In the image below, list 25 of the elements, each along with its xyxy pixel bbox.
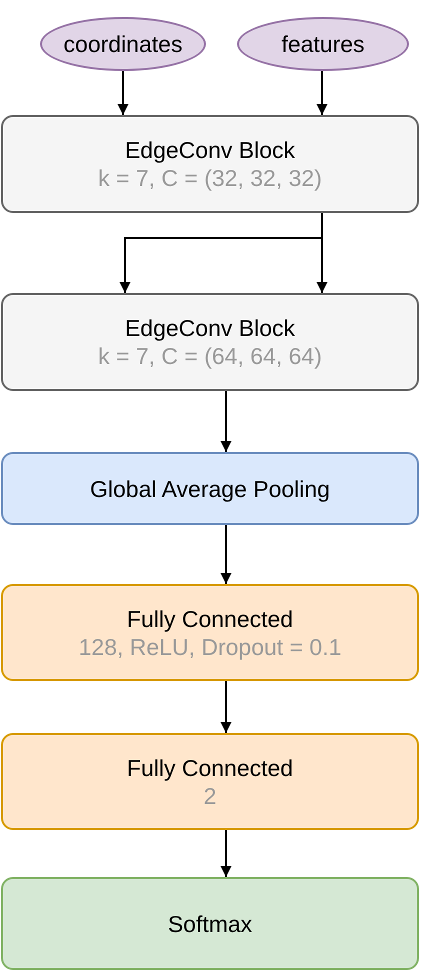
node-title: coordinates <box>64 30 182 58</box>
arrow <box>220 391 232 452</box>
node-detail: 128, ReLU, Dropout = 0.1 <box>78 632 342 660</box>
node-title: features <box>281 30 365 58</box>
node-title: Fully Connected <box>126 754 294 782</box>
block-box <box>1 293 419 391</box>
dense-layer-box <box>1 733 419 830</box>
arrow <box>316 71 328 115</box>
output-box <box>1 877 419 970</box>
node-title: Softmax <box>168 910 252 938</box>
arrow <box>316 213 328 293</box>
pooling-box <box>1 452 419 525</box>
node-title: Global Average Pooling <box>90 474 330 502</box>
dense-layer-box <box>1 584 419 681</box>
arrow <box>220 830 232 877</box>
node-title: EdgeConv Block <box>124 136 296 164</box>
node-detail: k = 7, C = (64, 64, 64) <box>98 342 322 370</box>
node-title: EdgeConv Block <box>124 314 296 342</box>
arrow <box>220 525 232 584</box>
node-detail: 2 <box>204 782 216 810</box>
block-box <box>1 115 419 213</box>
node-detail: k = 7, C = (32, 32, 32) <box>98 164 322 192</box>
arrow <box>118 71 128 115</box>
arrow <box>220 681 232 733</box>
node-title: Fully Connected <box>126 604 294 632</box>
